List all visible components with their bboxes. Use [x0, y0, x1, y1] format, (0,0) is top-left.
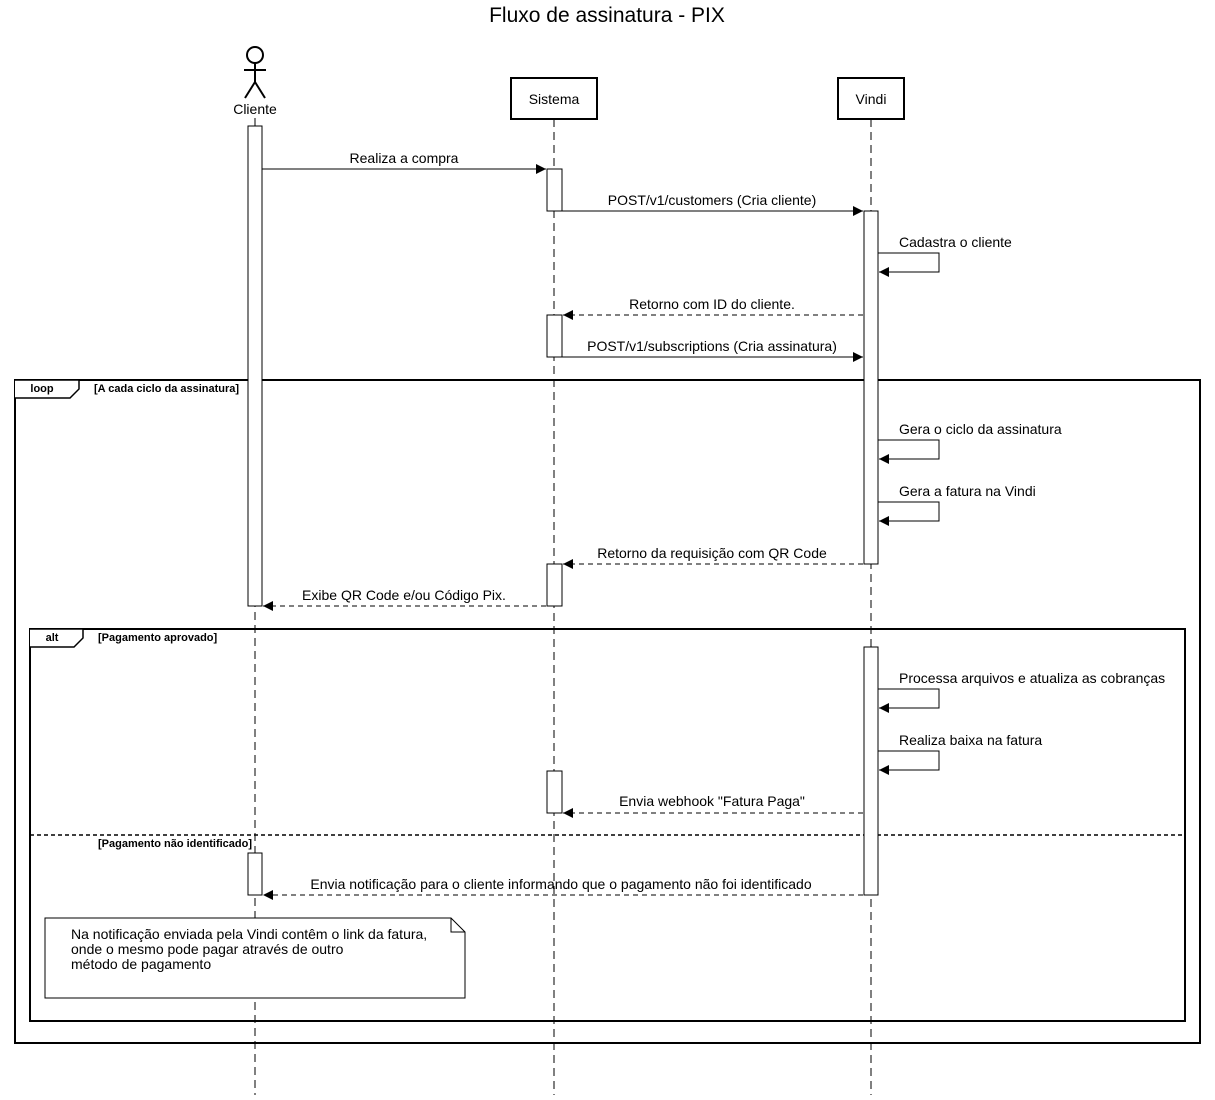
participant-sistema: Sistema	[510, 77, 598, 120]
message-label: Realiza a compra	[350, 150, 459, 166]
loop-frame: loop [A cada ciclo da assinatura]	[14, 379, 1201, 1044]
note-line-1: Na notificação enviada pela Vindi contêm…	[71, 926, 427, 942]
message-label: Retorno da requisição com QR Code	[597, 545, 827, 561]
loop-tag: loop	[30, 383, 53, 395]
stick-figure-icon	[244, 46, 266, 99]
activation-cliente-1	[247, 125, 263, 607]
message-label: Envia notificação para o cliente informa…	[310, 876, 811, 892]
participant-sistema-label: Sistema	[529, 91, 580, 107]
message-label: Exibe QR Code e/ou Código Pix.	[302, 587, 506, 603]
message-realiza-compra: Realiza a compra	[262, 150, 546, 174]
message-label: Cadastra o cliente	[899, 234, 1012, 250]
message-post-customers: POST/v1/customers (Cria cliente)	[562, 192, 863, 216]
message-label: Envia webhook "Fatura Paga"	[619, 793, 805, 809]
message-processa-arquivos: Processa arquivos e atualiza as cobrança…	[878, 670, 1165, 713]
message-label: POST/v1/subscriptions (Cria assinatura)	[587, 338, 837, 354]
loop-guard: [A cada ciclo da assinatura]	[94, 383, 239, 395]
diagram-title: Fluxo de assinatura - PIX	[489, 4, 725, 27]
message-retorno-id: Retorno com ID do cliente.	[563, 296, 863, 320]
alt-frame: alt [Pagamento aprovado] [Pagamento não …	[29, 628, 1186, 1022]
alt-tag: alt	[46, 632, 59, 644]
activation-sistema-3	[546, 563, 563, 607]
activation-vindi-2	[863, 646, 879, 896]
activation-sistema-2	[546, 314, 563, 358]
message-label: Gera a fatura na Vindi	[899, 483, 1036, 499]
note-line-3: método de pagamento	[71, 956, 211, 972]
message-label: POST/v1/customers (Cria cliente)	[608, 192, 817, 208]
message-post-subscriptions: POST/v1/subscriptions (Cria assinatura)	[562, 338, 863, 362]
message-gera-ciclo: Gera o ciclo da assinatura	[878, 421, 1062, 464]
alt-guard-approved: [Pagamento aprovado]	[98, 632, 218, 644]
message-retorno-qrcode: Retorno da requisição com QR Code	[563, 545, 863, 569]
activation-vindi-1	[863, 210, 879, 565]
message-realiza-baixa: Realiza baixa na fatura	[878, 732, 1042, 775]
message-cadastra-cliente: Cadastra o cliente	[878, 234, 1012, 277]
message-label: Retorno com ID do cliente.	[629, 296, 795, 312]
message-gera-fatura: Gera a fatura na Vindi	[878, 483, 1036, 526]
alt-guard-not-identified: [Pagamento não identificado]	[98, 838, 252, 850]
participant-vindi: Vindi	[837, 77, 905, 120]
message-label: Realiza baixa na fatura	[899, 732, 1042, 748]
participant-vindi-label: Vindi	[856, 91, 887, 107]
message-exibe-qrcode: Exibe QR Code e/ou Código Pix.	[263, 587, 546, 611]
activation-sistema-1	[546, 168, 563, 212]
actor-cliente: Cliente	[233, 46, 277, 117]
message-notificacao-cliente: Envia notificação para o cliente informa…	[263, 876, 863, 900]
message-webhook-fatura-paga: Envia webhook "Fatura Paga"	[563, 793, 863, 818]
note-line-2: onde o mesmo pode pagar através de outro	[71, 941, 344, 957]
actor-cliente-label: Cliente	[233, 101, 277, 117]
message-label: Gera o ciclo da assinatura	[899, 421, 1062, 437]
note: Na notificação enviada pela Vindi contêm…	[44, 917, 466, 999]
message-label: Processa arquivos e atualiza as cobrança…	[899, 670, 1165, 686]
activation-sistema-4	[546, 770, 563, 814]
activation-cliente-2	[247, 852, 263, 896]
